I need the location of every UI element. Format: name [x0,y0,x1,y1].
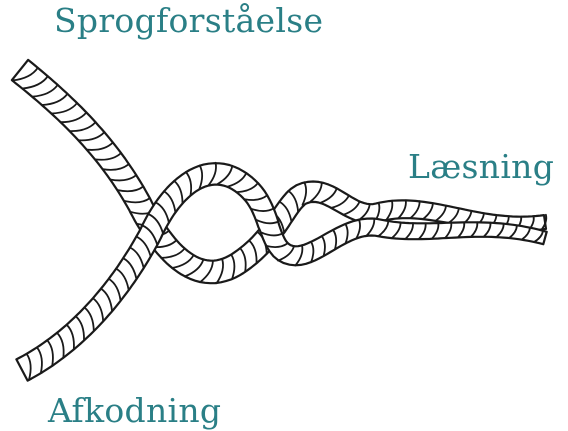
rope-afkodning-outline [16,163,546,380]
rope-afkodning [16,163,546,381]
rope-strands [12,60,547,381]
